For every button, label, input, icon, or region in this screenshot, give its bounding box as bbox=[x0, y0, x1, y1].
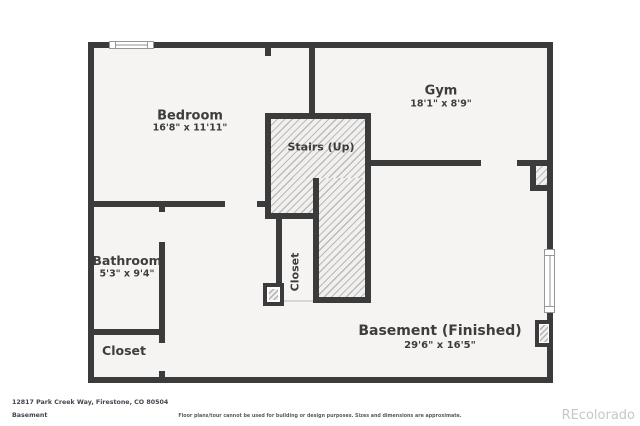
room-label-basement: Basement (Finished) bbox=[358, 323, 522, 339]
room-label-stairs-closet: Closet bbox=[288, 252, 302, 292]
wall-stairs-bottom-right bbox=[313, 297, 371, 303]
fixture-hatch bbox=[269, 289, 278, 300]
stairs-hatch-lower-right bbox=[319, 178, 365, 297]
room-label-bathroom: Bathroom bbox=[92, 252, 162, 268]
room-label-stairs: Stairs (Up) bbox=[287, 140, 355, 154]
watermark-recolorado: REcolorado bbox=[561, 408, 635, 423]
wall-stairs-bottom-left bbox=[265, 213, 319, 219]
footer-level: Basement bbox=[12, 412, 48, 419]
room-label-bedroom: Bedroom bbox=[157, 108, 223, 124]
wall-stairs-left bbox=[265, 113, 271, 219]
room-dims-basement: 29'6" x 16'5" bbox=[404, 340, 476, 351]
wall-stairs-inner bbox=[313, 178, 319, 303]
furnace-box bbox=[535, 320, 553, 347]
wall-outer-left bbox=[88, 42, 94, 383]
room-dims-gym: 18'1" x 8'9" bbox=[410, 98, 472, 110]
window-pane-divider bbox=[147, 42, 148, 48]
window-glass-line bbox=[116, 44, 147, 46]
room-dims-bathroom: 5'3" x 9'4" bbox=[99, 268, 155, 280]
window-right bbox=[544, 249, 555, 313]
wall-bathroom-right-a bbox=[159, 207, 165, 212]
window-pane-divider bbox=[115, 42, 116, 48]
wall-bedroom-bottom-a bbox=[88, 201, 225, 207]
wall-top-stub bbox=[265, 48, 271, 56]
wall-stairs-right bbox=[365, 113, 371, 303]
wall-outer-bottom bbox=[88, 377, 553, 383]
wall-bedroom-bottom-b bbox=[257, 201, 271, 207]
closet-door-line bbox=[282, 300, 313, 302]
wall-closet-right-b bbox=[159, 371, 165, 377]
stairs-hatch-lower-left bbox=[271, 178, 313, 213]
footer-address: 12817 Park Creek Way, Firestone, CO 8050… bbox=[12, 399, 169, 406]
wall-stairs-top bbox=[265, 113, 371, 119]
room-label-gym: Gym bbox=[424, 83, 458, 99]
window-pane-divider bbox=[545, 306, 554, 307]
wall-chimney-bottom bbox=[530, 185, 553, 191]
stairs-hatch-upper bbox=[271, 119, 365, 178]
wall-closet-right-a bbox=[159, 335, 165, 343]
fixture-hatch bbox=[540, 325, 548, 342]
wall-bathroom-closet-divider bbox=[88, 329, 165, 335]
window-top bbox=[109, 41, 154, 49]
wall-bedroom-gym bbox=[309, 48, 315, 113]
wall-bathroom-right-b bbox=[159, 242, 165, 335]
footer-disclaimer: Floor plans/tour cannot be used for buil… bbox=[178, 414, 462, 419]
under-stairs-fixture-box bbox=[263, 283, 284, 306]
room-label-closet: Closet bbox=[102, 342, 146, 358]
wall-gym-bottom-a bbox=[365, 160, 481, 166]
window-glass-line bbox=[548, 256, 551, 306]
wall-outer-right bbox=[547, 42, 553, 383]
chimney-hatch bbox=[536, 166, 547, 185]
wall-under-stairs-closet-left bbox=[276, 219, 282, 289]
wall-chimney-left bbox=[530, 160, 536, 191]
window-pane-divider bbox=[545, 255, 554, 256]
room-dims-bedroom: 16'8" x 11'11" bbox=[152, 122, 228, 134]
wall-outer-top bbox=[88, 42, 553, 48]
